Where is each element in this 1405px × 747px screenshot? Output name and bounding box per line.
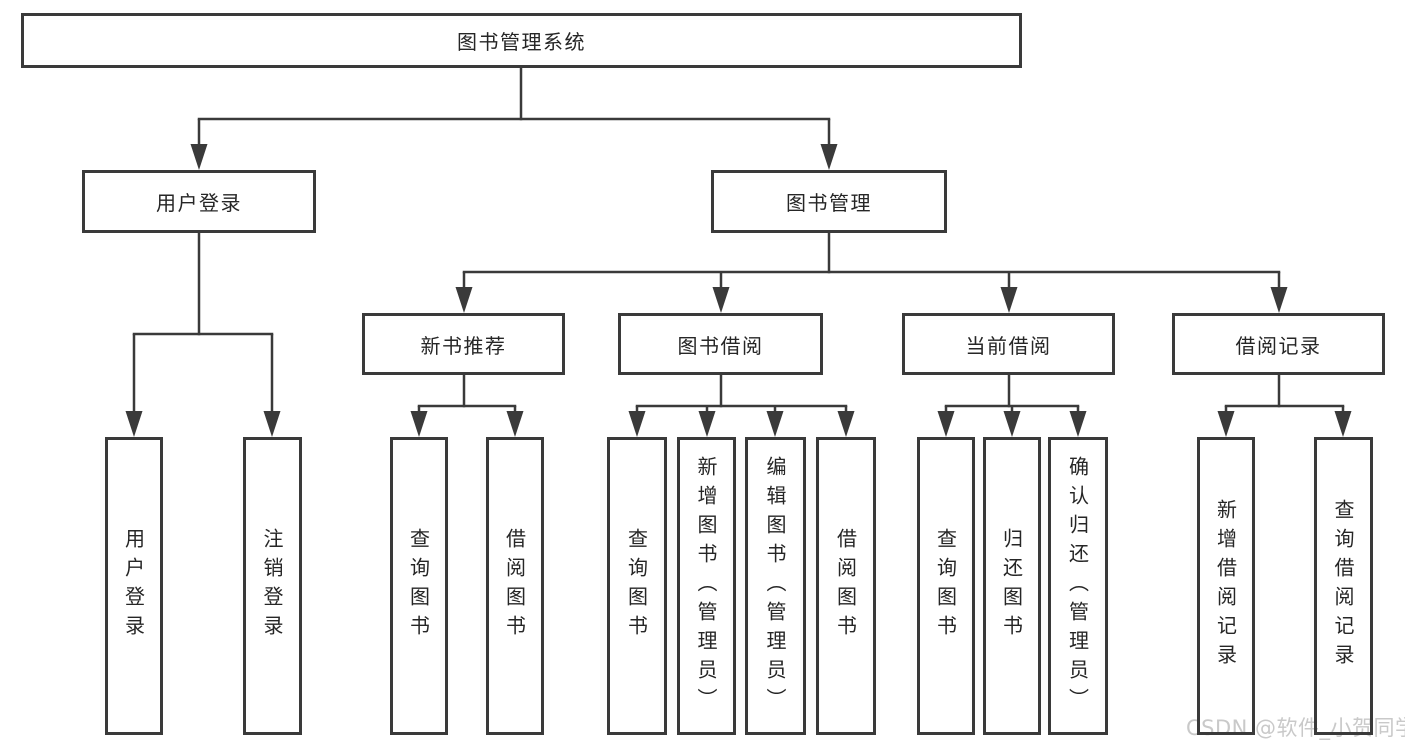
arrowhead-icon bbox=[1334, 411, 1352, 437]
node-label: 借阅记录 bbox=[1235, 333, 1322, 358]
node-label: 借阅图书 bbox=[502, 528, 527, 644]
node-label: 新书推荐 bbox=[420, 333, 507, 358]
node-label: 图书借阅 bbox=[677, 333, 764, 358]
node-current-borrowing: 当前借阅 bbox=[902, 313, 1115, 375]
arrowhead-icon bbox=[1000, 287, 1018, 313]
leaf-rec-query-borrow-record: 查询借阅记录 bbox=[1314, 437, 1373, 735]
arrowhead-icon bbox=[1270, 287, 1288, 313]
leaf-logout-login: 注销登录 bbox=[243, 437, 302, 735]
node-user-login: 用户登录 bbox=[82, 170, 316, 233]
node-label: 当前借阅 bbox=[965, 333, 1052, 358]
leaf-cb-query-books: 查询图书 bbox=[917, 437, 975, 735]
leaf-bb-edit-books-admin: 编辑图书（管理员） bbox=[745, 437, 806, 735]
leaf-cb-return-books: 归还图书 bbox=[983, 437, 1041, 735]
node-label: 查询图书 bbox=[933, 528, 958, 644]
arrowhead-icon bbox=[1069, 411, 1087, 437]
node-label: 图书管理系统 bbox=[457, 30, 586, 54]
arrowhead-icon bbox=[698, 411, 716, 437]
arrowhead-icon bbox=[190, 144, 208, 170]
node-label: 新增图书（管理员） bbox=[694, 455, 718, 717]
arrowhead-icon bbox=[766, 411, 784, 437]
arrowhead-icon bbox=[455, 287, 473, 313]
node-label: 用户登录 bbox=[156, 191, 242, 215]
node-label: 查询图书 bbox=[624, 528, 649, 644]
leaf-bb-borrow-books: 借阅图书 bbox=[816, 437, 876, 735]
arrowhead-icon bbox=[628, 411, 646, 437]
node-new-book-recommend: 新书推荐 bbox=[362, 313, 565, 375]
leaf-rec-add-borrow-record: 新增借阅记录 bbox=[1197, 437, 1255, 735]
leaf-nbr-query-books: 查询图书 bbox=[390, 437, 448, 735]
node-label: 确认归还（管理员） bbox=[1065, 455, 1090, 717]
leaf-bb-query-books: 查询图书 bbox=[607, 437, 667, 735]
arrowhead-icon bbox=[837, 411, 855, 437]
arrowhead-icon bbox=[263, 411, 281, 437]
leaf-user-login: 用户登录 bbox=[105, 437, 163, 735]
node-borrowing-records: 借阅记录 bbox=[1172, 313, 1385, 375]
node-root: 图书管理系统 bbox=[21, 13, 1022, 68]
node-label: 新增借阅记录 bbox=[1213, 499, 1238, 673]
arrowhead-icon bbox=[125, 411, 143, 437]
leaf-nbr-borrow-books: 借阅图书 bbox=[486, 437, 544, 735]
node-label: 用户登录 bbox=[121, 528, 146, 644]
arrowhead-icon bbox=[1003, 411, 1021, 437]
node-book-borrowing: 图书借阅 bbox=[618, 313, 823, 375]
node-label: 图书管理 bbox=[786, 191, 872, 215]
node-book-management: 图书管理 bbox=[711, 170, 947, 233]
watermark: CSDN @软件_小贺同学 bbox=[1186, 716, 1405, 740]
arrowhead-icon bbox=[820, 144, 838, 170]
node-label: 查询图书 bbox=[406, 528, 431, 644]
arrowhead-icon bbox=[937, 411, 955, 437]
node-label: 查询借阅记录 bbox=[1331, 499, 1355, 673]
arrowhead-icon bbox=[506, 411, 524, 437]
arrowhead-icon bbox=[410, 411, 428, 437]
leaf-cb-confirm-return-admin: 确认归还（管理员） bbox=[1048, 437, 1108, 735]
node-label: 注销登录 bbox=[260, 528, 284, 644]
leaf-bb-add-books-admin: 新增图书（管理员） bbox=[677, 437, 736, 735]
arrowhead-icon bbox=[1217, 411, 1235, 437]
node-label: 编辑图书（管理员） bbox=[763, 455, 787, 717]
node-label: 借阅图书 bbox=[833, 528, 858, 644]
arrowhead-icon bbox=[712, 287, 730, 313]
node-label: 归还图书 bbox=[999, 528, 1024, 644]
